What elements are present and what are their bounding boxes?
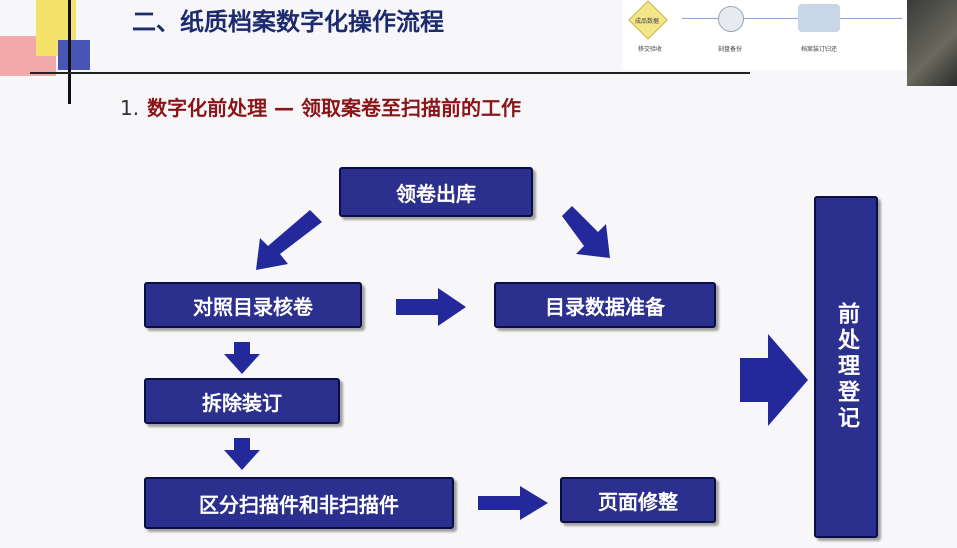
- node-register: 前处理登记: [814, 196, 878, 538]
- arrow-to-register: [740, 334, 808, 426]
- section-title-text: 数字化前处理 — 领取案卷至扫描前的工作: [147, 96, 522, 120]
- disc-icon: [718, 6, 744, 32]
- arrow-separate-to-repair: [478, 486, 548, 520]
- thumbnail-label-return: 档案装订归还: [800, 46, 837, 53]
- section-number: 1.: [120, 96, 140, 120]
- thumbnail-label-accept: 移交验收: [637, 46, 662, 53]
- thumbnail-line: [682, 18, 902, 19]
- section-title: 1. 数字化前处理 — 领取案卷至扫描前的工作: [120, 92, 521, 121]
- arrow-check-to-catalog: [396, 288, 466, 326]
- node-unbind: 拆除装订: [144, 378, 340, 424]
- arrow-collect-to-check: [256, 210, 322, 270]
- thumbnail-strip: 成品数据 移交验收 刻盘备份 档案装订归还: [622, 0, 912, 70]
- thumbnail-label-backup: 刻盘备份: [717, 46, 742, 53]
- node-repair: 页面修整: [560, 477, 716, 523]
- deco-horizontal-line: [30, 72, 750, 74]
- node-collect: 领卷出库: [339, 167, 533, 217]
- deco-vertical-line: [68, 0, 71, 104]
- node-catalog: 目录数据准备: [494, 282, 716, 328]
- webcam-overlay: [907, 0, 957, 86]
- arrow-unbind-to-separate: [224, 438, 260, 470]
- page-title: 二、纸质档案数字化操作流程: [132, 8, 444, 36]
- node-separate: 区分扫描件和非扫描件: [144, 477, 454, 529]
- arrow-check-to-unbind: [224, 342, 260, 374]
- workers-icon: [798, 4, 840, 32]
- thumbnail-label-data: 成品数据: [634, 18, 659, 25]
- node-check: 对照目录核卷: [144, 282, 362, 328]
- deco-blue-block: [58, 40, 90, 70]
- arrow-collect-to-catalog: [562, 206, 610, 258]
